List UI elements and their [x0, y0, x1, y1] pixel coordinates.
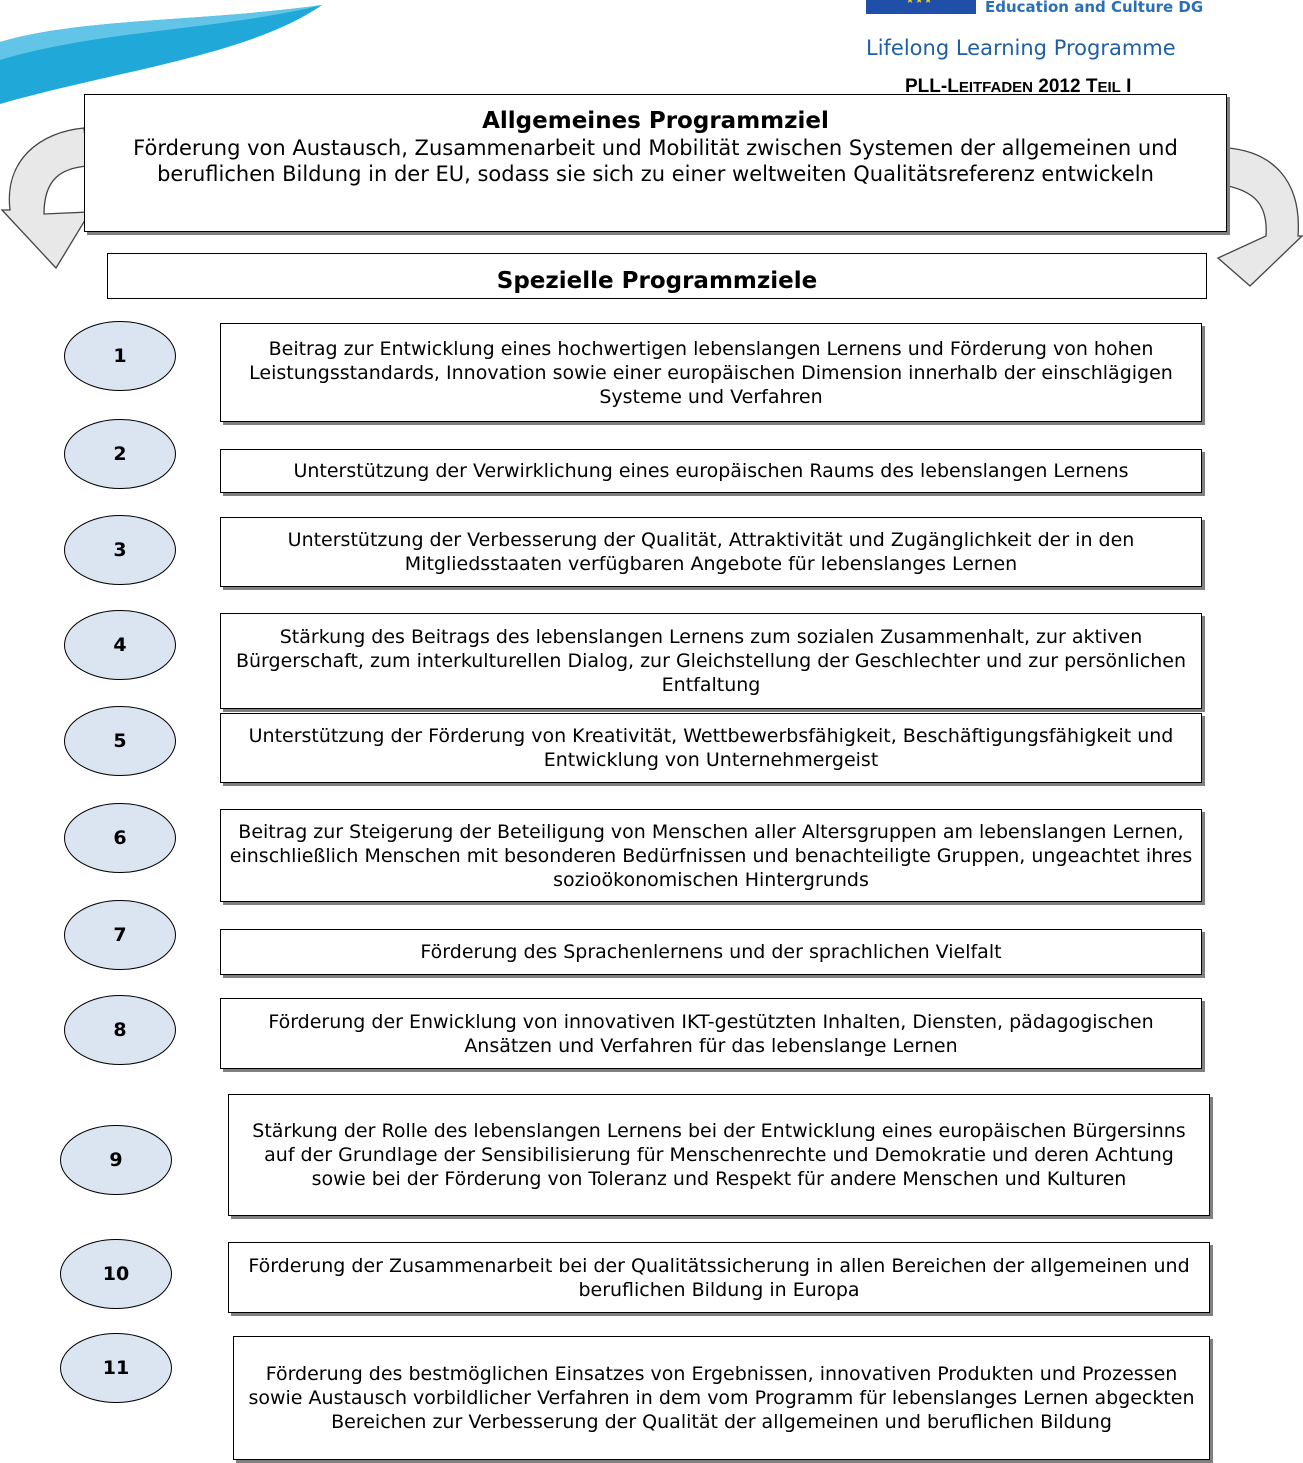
goal-number-oval: 2 [64, 419, 176, 489]
goal-box: Förderung der Zusammenarbeit bei der Qua… [228, 1242, 1210, 1313]
right-curved-arrow [1216, 147, 1303, 287]
general-goal-title: Allgemeines Programmziel [482, 108, 829, 134]
goal-number-oval: 9 [60, 1125, 172, 1195]
general-goal-box: Allgemeines Programmziel Förderung von A… [84, 94, 1227, 232]
guide-label-part: I [1120, 76, 1132, 95]
programme-label: Lifelong Learning Programme [866, 36, 1176, 60]
guide-label-part: 2012 T [1033, 76, 1098, 95]
goal-text: Unterstützung der Förderung von Kreativi… [248, 725, 1174, 771]
goal-text: Förderung der Enwicklung von innovativen… [268, 1010, 1154, 1057]
goal-text: Unterstützung der Verwirklichung eines e… [293, 460, 1129, 482]
goal-box: Stärkung des Beitrags des lebenslangen L… [220, 613, 1202, 709]
goal-number-oval: 5 [64, 706, 176, 776]
goal-box: Unterstützung der Verwirklichung eines e… [220, 449, 1202, 493]
goal-text: Stärkung des Beitrags des lebenslangen L… [235, 626, 1186, 696]
programme-logo-wave [0, 5, 322, 104]
goal-box: Beitrag zur Steigerung der Beteiligung v… [220, 809, 1202, 902]
goal-number-oval: 6 [64, 803, 176, 873]
guide-label: PLL-LEITFADEN 2012 TEIL I [905, 76, 1205, 95]
goal-box: Unterstützung der Verbesserung der Quali… [220, 517, 1202, 587]
specific-goals-title: Spezielle Programmziele [496, 268, 818, 294]
goal-box: Förderung der Enwicklung von innovativen… [220, 998, 1202, 1069]
guide-label-part: PLL-L [905, 76, 959, 95]
goal-box: Beitrag zur Entwicklung eines hochwertig… [220, 323, 1202, 422]
specific-goals-box: Spezielle Programmziele [107, 253, 1207, 299]
goal-number-oval: 7 [64, 900, 176, 970]
goal-number-oval: 8 [64, 995, 176, 1065]
goal-number-oval: 10 [60, 1239, 172, 1309]
goal-number-oval: 11 [60, 1333, 172, 1403]
goal-box: Stärkung der Rolle des lebenslangen Lern… [228, 1094, 1210, 1216]
goal-text: Förderung des bestmöglichen Einsatzes vo… [248, 1363, 1195, 1433]
goal-box: Förderung des bestmöglichen Einsatzes vo… [233, 1336, 1210, 1460]
eu-stars-icon: ★★★ [906, 0, 934, 6]
goal-text: Beitrag zur Entwicklung eines hochwertig… [249, 337, 1173, 408]
goal-box: Unterstützung der Förderung von Kreativi… [220, 713, 1202, 783]
goal-number-oval: 1 [64, 321, 176, 391]
eu-flag: ★★★ [866, 0, 976, 14]
goal-number-oval: 4 [64, 610, 176, 680]
goal-text: Stärkung der Rolle des lebenslangen Lern… [252, 1120, 1186, 1190]
goal-text: Förderung des Sprachenlernens und der sp… [420, 941, 1002, 963]
left-curved-arrow [0, 127, 92, 270]
goal-text: Beitrag zur Steigerung der Beteiligung v… [229, 820, 1193, 891]
goal-text: Förderung der Zusammenarbeit bei der Qua… [248, 1254, 1190, 1301]
general-goal-text: Förderung von Austausch, Zusammenarbeit … [133, 136, 1178, 186]
guide-label-part: EITFADEN [958, 79, 1034, 95]
goal-box: Förderung des Sprachenlernens und der sp… [220, 929, 1202, 975]
guide-label-part: EIL [1097, 79, 1121, 95]
goal-text: Unterstützung der Verbesserung der Quali… [287, 529, 1135, 575]
dg-label: Education and Culture DG [985, 0, 1204, 16]
goal-number-oval: 3 [64, 515, 176, 585]
